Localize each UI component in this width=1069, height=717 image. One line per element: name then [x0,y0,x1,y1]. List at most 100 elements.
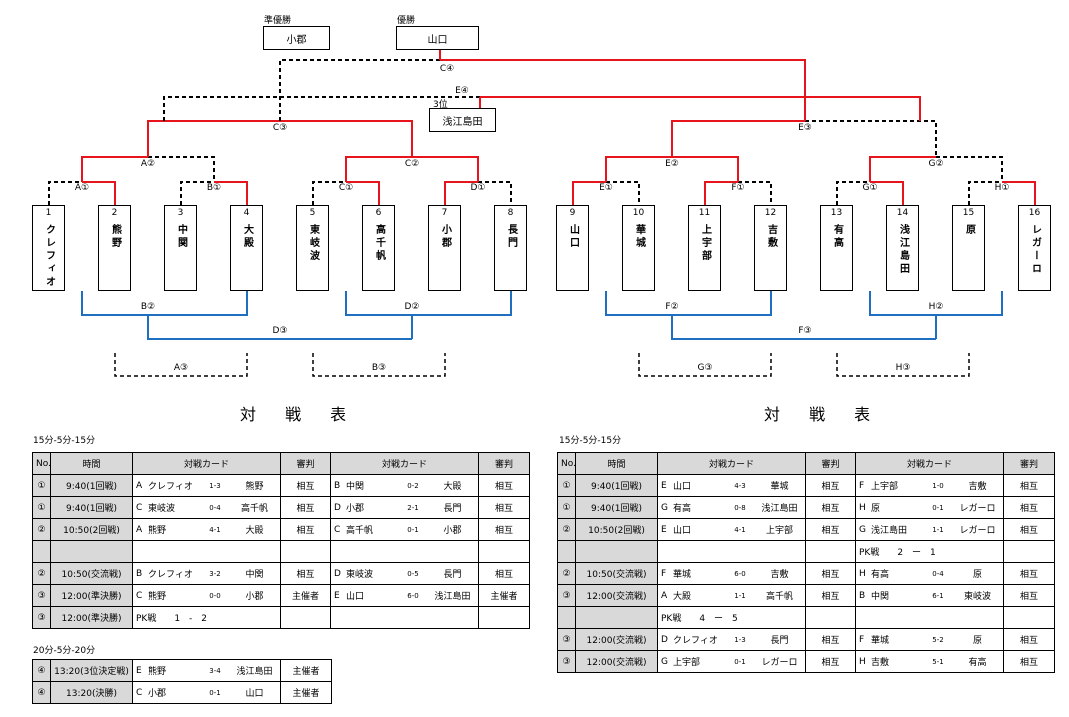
row-no: ③ [32,584,51,607]
score: 4-1 [209,525,221,534]
bracket-line [81,291,248,316]
team-name: 浅江島田 [897,224,909,276]
bracket-line [478,181,512,205]
referee-a: 相互 [280,518,331,541]
bracket-line [480,96,921,121]
referee-b: 相互 [1003,518,1055,541]
match-key: H [859,502,866,513]
row-time: 9:40(1回戦) [575,474,658,497]
match-label: E② [664,159,680,169]
bracket-line [605,156,672,182]
team-number: 5 [309,208,316,218]
row-no: ② [557,518,576,541]
team-b: 浅江島田 [434,592,471,602]
bracket-line [605,291,772,316]
bracket-line [180,181,214,205]
referee-a: 相互 [805,474,856,497]
referee-a: 相互 [805,650,856,673]
card-a [657,540,806,563]
table-row: PK戦 2 ー 1 [557,540,1055,563]
match-label: C④ [438,64,456,74]
match-label: B③ [370,363,388,373]
bracket-line [82,181,116,205]
header-ref: 審判 [478,452,530,475]
team-name: 吉敷 [765,224,777,250]
team-number: 16 [1028,208,1041,218]
team-a: 熊野 [148,592,167,602]
team-name: 高千帆 [373,224,385,263]
row-time: 9:40(1回戦) [50,496,133,519]
score: 6-1 [932,591,944,600]
match-key: G [661,656,668,667]
score: 3-2 [209,569,221,578]
team-b: 東岐波 [963,592,991,602]
referee-a: 相互 [805,496,856,519]
referee-a: 相互 [805,562,856,585]
row-no: ① [32,496,51,519]
bracket-line [738,181,772,205]
team-a: 有高 [673,504,692,514]
team-b: 長門 [443,504,462,514]
referee-b [1003,606,1055,629]
match-label: A② [139,159,157,169]
team-number: 8 [507,208,514,218]
team-number: 7 [441,208,448,218]
row-no: ② [557,562,576,585]
match-label: G③ [696,363,714,373]
row-no: ③ [32,606,51,629]
referee-b [478,606,530,629]
header-card: 対戦カード [330,452,479,475]
team-a: 大殿 [673,592,692,602]
bracket-line [968,181,1002,205]
match-label: G② [927,159,945,169]
team-b: 小郡 [443,526,462,536]
bracket-line [81,156,148,182]
row-no: ④ [32,681,51,704]
score: 4-1 [734,525,746,534]
match-label: B② [139,302,157,312]
row-no: ① [557,496,576,519]
header-time: 時間 [50,452,133,475]
team-b: 華城 [770,482,789,492]
bracket-line [440,59,806,121]
team-a: 華城 [871,636,890,646]
row-time: 10:50(交流戦) [50,562,133,585]
row-time: 13:20(3位決定戦) [50,659,133,682]
match-key: B [859,590,866,601]
score: 5-2 [932,635,944,644]
referee-a: 相互 [280,562,331,585]
bracket-line [671,315,936,340]
row-no: ③ [557,584,576,607]
team-a: 高千帆 [346,526,374,536]
bracket-line [870,181,904,205]
bracket-line [148,156,215,182]
referee-b: 相互 [1003,496,1055,519]
referee-b: 相互 [1003,650,1055,673]
match-label: C① [337,183,355,193]
team-b: 中関 [245,570,264,580]
bracket-line [936,156,1003,182]
referee-b: 相互 [1003,562,1055,585]
team-a: 熊野 [148,526,167,536]
team-b: 吉敷 [770,570,789,580]
team-a: クレフィオ [673,636,718,646]
team-b: 原 [972,636,982,646]
match-key: G [661,502,668,513]
